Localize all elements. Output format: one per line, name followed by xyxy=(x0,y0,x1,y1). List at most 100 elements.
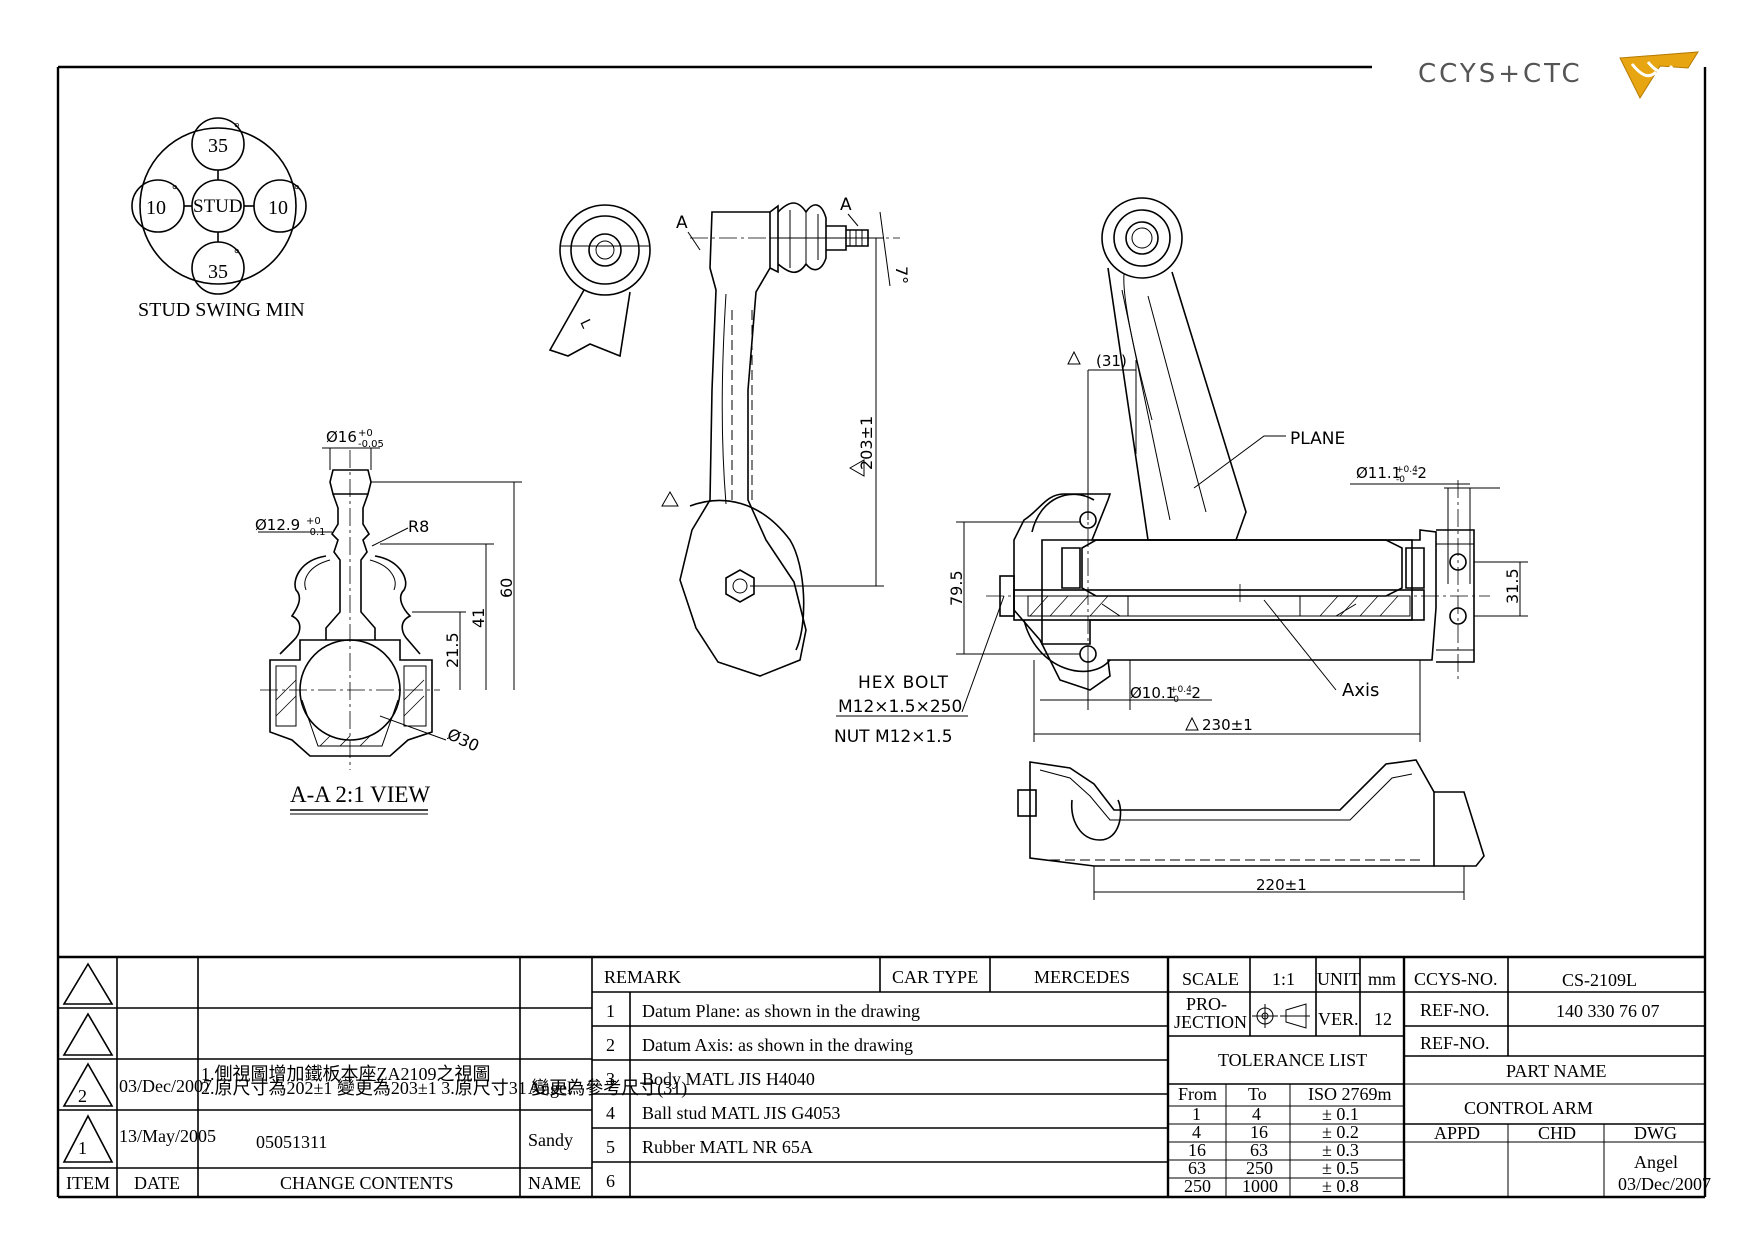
dim-31-ref: (31) xyxy=(1096,352,1127,370)
svg-text:± 0.2: ± 0.2 xyxy=(1322,1122,1359,1142)
dim-60: 60 xyxy=(497,578,516,598)
svg-text:+0: +0 xyxy=(358,428,373,439)
label-hex-bolt: HEX BOLT xyxy=(858,673,949,693)
label-axis: Axis xyxy=(1342,680,1379,701)
header-date: DATE xyxy=(134,1173,180,1193)
rev-item-1: 1 xyxy=(78,1138,87,1158)
unit-value: mm xyxy=(1368,969,1396,989)
part-name-label: PART NAME xyxy=(1506,1061,1606,1081)
rev-contents-2-line2: 2.原尺寸為202±1 變更為203±1 3.原尺寸31 變更為參考尺寸(31) xyxy=(201,1078,687,1099)
svg-text:4: 4 xyxy=(1252,1104,1261,1124)
swing-top-value: 35 xyxy=(208,135,228,157)
svg-text:To: To xyxy=(1248,1084,1267,1104)
svg-text:-0: -0 xyxy=(1396,475,1405,485)
dim-230: 230±1 xyxy=(1202,716,1253,734)
rev-contents-2-line1: 1.側視圖增加鐵板本座ZA2109之視圖 xyxy=(201,1064,491,1084)
svg-text:250: 250 xyxy=(1184,1176,1211,1196)
dim-dia16: Ø16 xyxy=(326,428,357,446)
ver-value: 12 xyxy=(1374,1009,1392,1029)
remark-1: Datum Plane: as shown in the drawing xyxy=(642,1001,920,1021)
dim-dia12-9: Ø12.9 xyxy=(255,516,300,534)
svg-text:+0.4: +0.4 xyxy=(1396,465,1418,475)
projection-symbol-icon xyxy=(1252,1003,1310,1029)
svg-text:°: ° xyxy=(234,121,240,136)
svg-text:From: From xyxy=(1178,1084,1217,1104)
svg-text:4: 4 xyxy=(606,1103,615,1123)
car-type-value: MERCEDES xyxy=(1034,967,1130,987)
remark-3: Body MATL JIS H4040 xyxy=(642,1069,815,1089)
svg-text:-0.1: -0.1 xyxy=(306,527,326,538)
swing-bottom-value: 35 xyxy=(208,261,228,283)
svg-text:6: 6 xyxy=(606,1171,615,1191)
unit-label: UNIT xyxy=(1317,969,1360,989)
dim-dia11-1: Ø11.1 xyxy=(1356,464,1401,482)
svg-text:-0: -0 xyxy=(1170,695,1179,705)
car-type-label: CAR TYPE xyxy=(892,967,978,987)
svg-text:-2: -2 xyxy=(1412,464,1427,482)
remark-header: REMARK xyxy=(604,967,681,987)
section-mark-left: A xyxy=(676,213,688,233)
projection-label-2: JECTION xyxy=(1174,1012,1247,1032)
dim-21-5: 21.5 xyxy=(443,632,462,668)
svg-text:1000: 1000 xyxy=(1242,1176,1278,1196)
ver-label: VER. xyxy=(1318,1009,1359,1029)
dim-79-5: 79.5 xyxy=(947,570,966,606)
header-change-contents: CHANGE CONTENTS xyxy=(280,1173,454,1193)
svg-text:L: L xyxy=(576,317,594,331)
label-nut: NUT M12×1.5 xyxy=(834,727,953,747)
dwg-name: Angel xyxy=(1634,1152,1678,1172)
appd-label: APPD xyxy=(1434,1123,1480,1143)
svg-text:250: 250 xyxy=(1246,1158,1273,1178)
dim-203: 203±1 xyxy=(857,416,876,470)
ref-no-label: REF-NO. xyxy=(1420,1000,1490,1020)
ref-no-value: 140 330 76 07 xyxy=(1556,1001,1660,1021)
rev-contents-1: 05051311 xyxy=(256,1132,327,1152)
svg-text:-0.05: -0.05 xyxy=(358,439,384,450)
swing-caption: STUD SWING MIN xyxy=(138,299,305,321)
part-id-table: CCYS-NO. CS-2109L REF-NO. 140 330 76 07 … xyxy=(1404,957,1711,1197)
svg-text:± 0.3: ± 0.3 xyxy=(1322,1140,1359,1160)
rev-item-2: 2 xyxy=(78,1086,87,1106)
svg-text:+0.4: +0.4 xyxy=(1170,685,1192,695)
remark-5: Rubber MATL NR 65A xyxy=(642,1137,813,1157)
svg-text:± 0.1: ± 0.1 xyxy=(1322,1104,1359,1124)
remark-4: Ball stud MATL JIS G4053 xyxy=(642,1103,840,1123)
label-hex-bolt-size: M12×1.5×250 xyxy=(838,697,962,717)
projection-label-1: PRO- xyxy=(1186,994,1227,1014)
chd-label: CHD xyxy=(1538,1123,1576,1143)
company-logo: CCYS+CTC xyxy=(1418,51,1699,100)
dim-r8: R8 xyxy=(408,517,429,536)
tolerance-table: SCALE 1:1 UNIT mm PRO- JECTION VER. 12 T… xyxy=(1168,957,1406,1197)
rev-date-2: 03/Dec/2007 xyxy=(119,1076,212,1096)
swing-left-value: 10 xyxy=(146,197,166,219)
dim-220: 220±1 xyxy=(1256,876,1307,894)
section-mark-right: A xyxy=(840,195,852,215)
label-plane: PLANE xyxy=(1290,429,1345,449)
svg-text:63: 63 xyxy=(1250,1140,1268,1160)
front-view: 220±1 xyxy=(1017,759,1485,900)
rev-date-1: 13/May/2005 xyxy=(119,1126,216,1146)
ref-no2-label: REF-NO. xyxy=(1420,1033,1490,1053)
svg-text:16: 16 xyxy=(1250,1122,1268,1142)
ccys-no-value: CS-2109L xyxy=(1562,970,1637,990)
svg-text:1: 1 xyxy=(1192,1104,1201,1124)
svg-text:± 0.8: ± 0.8 xyxy=(1322,1176,1359,1196)
swing-right-value: 10 xyxy=(268,197,288,219)
scale-label: SCALE xyxy=(1182,969,1239,989)
dim-angle-7: 7° xyxy=(892,266,911,284)
svg-text:63: 63 xyxy=(1188,1158,1206,1178)
svg-text:°: ° xyxy=(172,183,178,198)
dim-31-5: 31.5 xyxy=(1503,568,1522,604)
ccys-no-label: CCYS-NO. xyxy=(1414,969,1498,989)
dwg-label: DWG xyxy=(1634,1123,1677,1143)
section-aa-view: Ø16 +0 -0.05 Ø12.9 +0 -0.1 R8 60 41 21.5… xyxy=(255,428,522,815)
svg-text:4: 4 xyxy=(1192,1122,1201,1142)
svg-text:5: 5 xyxy=(606,1137,615,1157)
swing-center-label: STUD xyxy=(193,196,243,217)
part-name-value: CONTROL ARM xyxy=(1464,1098,1593,1118)
svg-text:1: 1 xyxy=(606,1001,615,1021)
svg-text:-2: -2 xyxy=(1186,684,1201,702)
header-item: ITEM xyxy=(66,1173,110,1193)
dim-dia30: Ø30 xyxy=(444,724,482,755)
